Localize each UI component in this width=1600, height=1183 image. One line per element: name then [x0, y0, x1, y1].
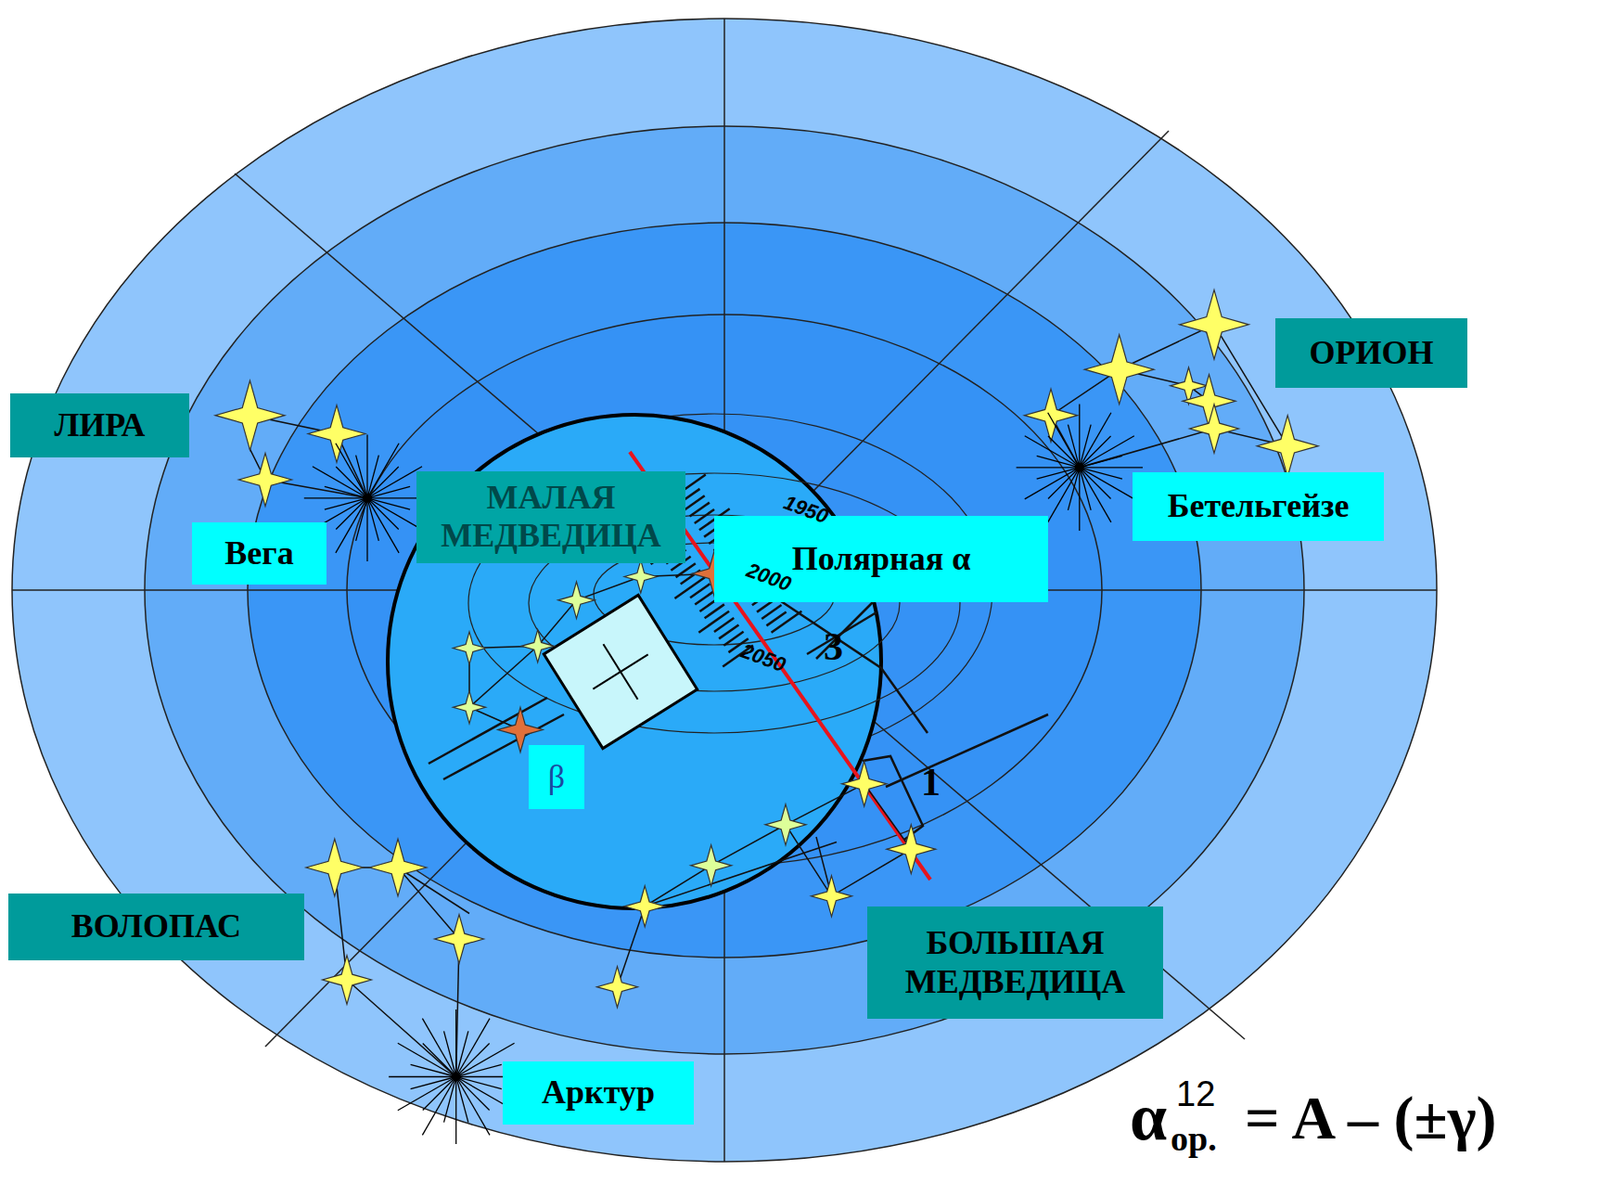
- label-text: МАЛАЯ МЕДВЕДИЦА: [429, 478, 673, 556]
- star-name-label: Полярная α: [714, 515, 1049, 602]
- label-text: ОРИОН: [1309, 333, 1434, 372]
- grid-lines: [12, 18, 1437, 1162]
- constellation-label: МАЛАЯ МЕДВЕДИЦА: [416, 471, 686, 564]
- viewing-circle: [387, 414, 960, 909]
- formula-superscript: 12: [1176, 1075, 1216, 1112]
- stars: [215, 289, 1319, 1144]
- label-text: Бетельгейзе: [1167, 486, 1350, 525]
- star-name-label: Бетельгейзе: [1132, 472, 1384, 541]
- pointer-lines: [428, 575, 1049, 840]
- callout-number: 3: [823, 627, 844, 666]
- label-text: Полярная α: [792, 539, 972, 578]
- star-name-label: Вега: [192, 522, 327, 585]
- callout-number: 1: [921, 762, 941, 802]
- formula-expression: = A – (±γ): [1244, 1087, 1498, 1149]
- label-text: БОЛЬШАЯ МЕДВЕДИЦА: [880, 923, 1151, 1001]
- formula-symbol: α: [1129, 1083, 1167, 1151]
- label-text: ЛИРА: [53, 406, 145, 445]
- constellation-label: ВОЛОПАС: [8, 893, 305, 960]
- sky-rings: [12, 18, 1437, 1162]
- label-text: Вега: [224, 534, 294, 573]
- label-text: ВОЛОПАС: [71, 907, 242, 946]
- formula-subscript: ор.: [1170, 1120, 1217, 1156]
- star-name-label: β: [528, 744, 585, 809]
- star-name-label: Арктур: [502, 1061, 694, 1125]
- constellation-lines: [250, 324, 1289, 1077]
- constellation-label: БОЛЬШАЯ МЕДВЕДИЦА: [867, 906, 1164, 1019]
- label-text: Арктур: [541, 1073, 655, 1112]
- constellation-label: ОРИОН: [1275, 318, 1468, 388]
- label-text: β: [548, 757, 565, 796]
- constellation-label: ЛИРА: [10, 393, 190, 458]
- reticle-square: [543, 594, 697, 748]
